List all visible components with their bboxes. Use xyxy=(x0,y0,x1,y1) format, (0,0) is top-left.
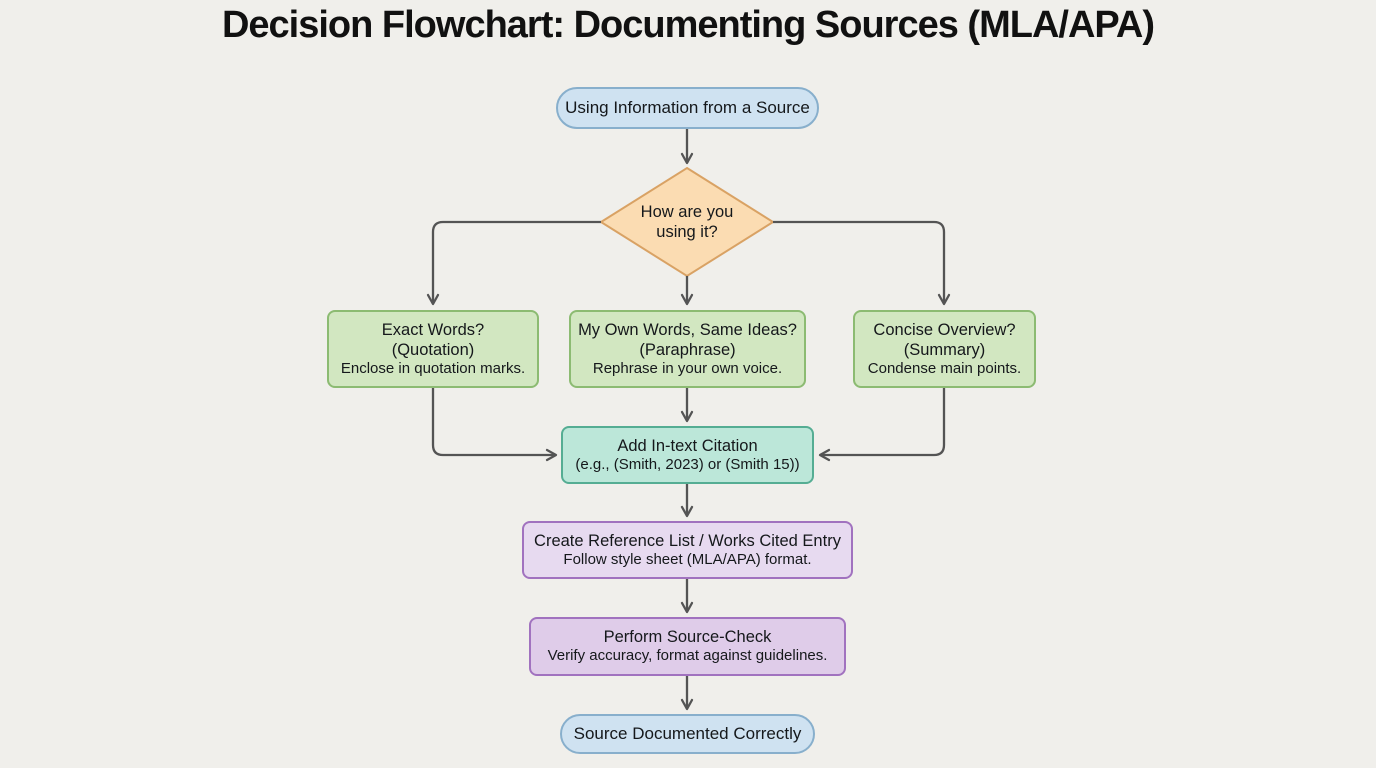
source-check-line-1: Perform Source-Check xyxy=(603,628,772,647)
paraphrase-line-1: My Own Words, Same Ideas? xyxy=(578,320,797,339)
quotation-line-1: Exact Words? xyxy=(381,320,485,339)
summary-node: Concise Overview? (Summary) Condense mai… xyxy=(853,310,1036,388)
end-node-label: Source Documented Correctly xyxy=(573,723,802,743)
source-check-line-2: Verify accuracy, format against guidelin… xyxy=(547,647,828,665)
end-node: Source Documented Correctly xyxy=(560,714,815,754)
source-check-node: Perform Source-Check Verify accuracy, fo… xyxy=(529,617,846,676)
paraphrase-node: My Own Words, Same Ideas? (Paraphrase) R… xyxy=(569,310,806,388)
citation-node: Add In-text Citation (e.g., (Smith, 2023… xyxy=(561,426,814,484)
decision-node: How are you using it? xyxy=(607,193,767,251)
edge-summary-to-citation xyxy=(818,388,946,462)
quotation-line-3: Enclose in quotation marks. xyxy=(340,359,526,377)
summary-line-1: Concise Overview? xyxy=(873,320,1016,339)
citation-line-1: Add In-text Citation xyxy=(617,436,758,455)
quotation-node: Exact Words? (Quotation) Enclose in quot… xyxy=(327,310,539,388)
edge-decision-to-summary xyxy=(773,220,951,306)
reference-line-1: Create Reference List / Works Cited Entr… xyxy=(534,531,841,550)
paraphrase-line-2: (Paraphrase) xyxy=(639,340,736,359)
edge-quotation-to-citation xyxy=(431,388,558,462)
citation-line-2: (e.g., (Smith, 2023) or (Smith 15)) xyxy=(575,455,800,473)
quotation-line-2: (Quotation) xyxy=(391,340,475,359)
edge-decision-to-quotation xyxy=(426,220,601,306)
start-node: Using Information from a Source xyxy=(556,87,819,129)
page-title: Decision Flowchart: Documenting Sources … xyxy=(221,4,1155,46)
reference-node: Create Reference List / Works Cited Entr… xyxy=(522,521,853,579)
reference-line-2: Follow style sheet (MLA/APA) format. xyxy=(563,550,812,568)
decision-line-2: using it? xyxy=(656,223,718,241)
start-node-label: Using Information from a Source xyxy=(565,97,810,117)
paraphrase-line-3: Rephrase in your own voice. xyxy=(592,359,783,377)
summary-line-3: Condense main points. xyxy=(867,359,1022,377)
summary-line-2: (Summary) xyxy=(903,340,986,359)
decision-line-1: How are you xyxy=(640,202,734,221)
